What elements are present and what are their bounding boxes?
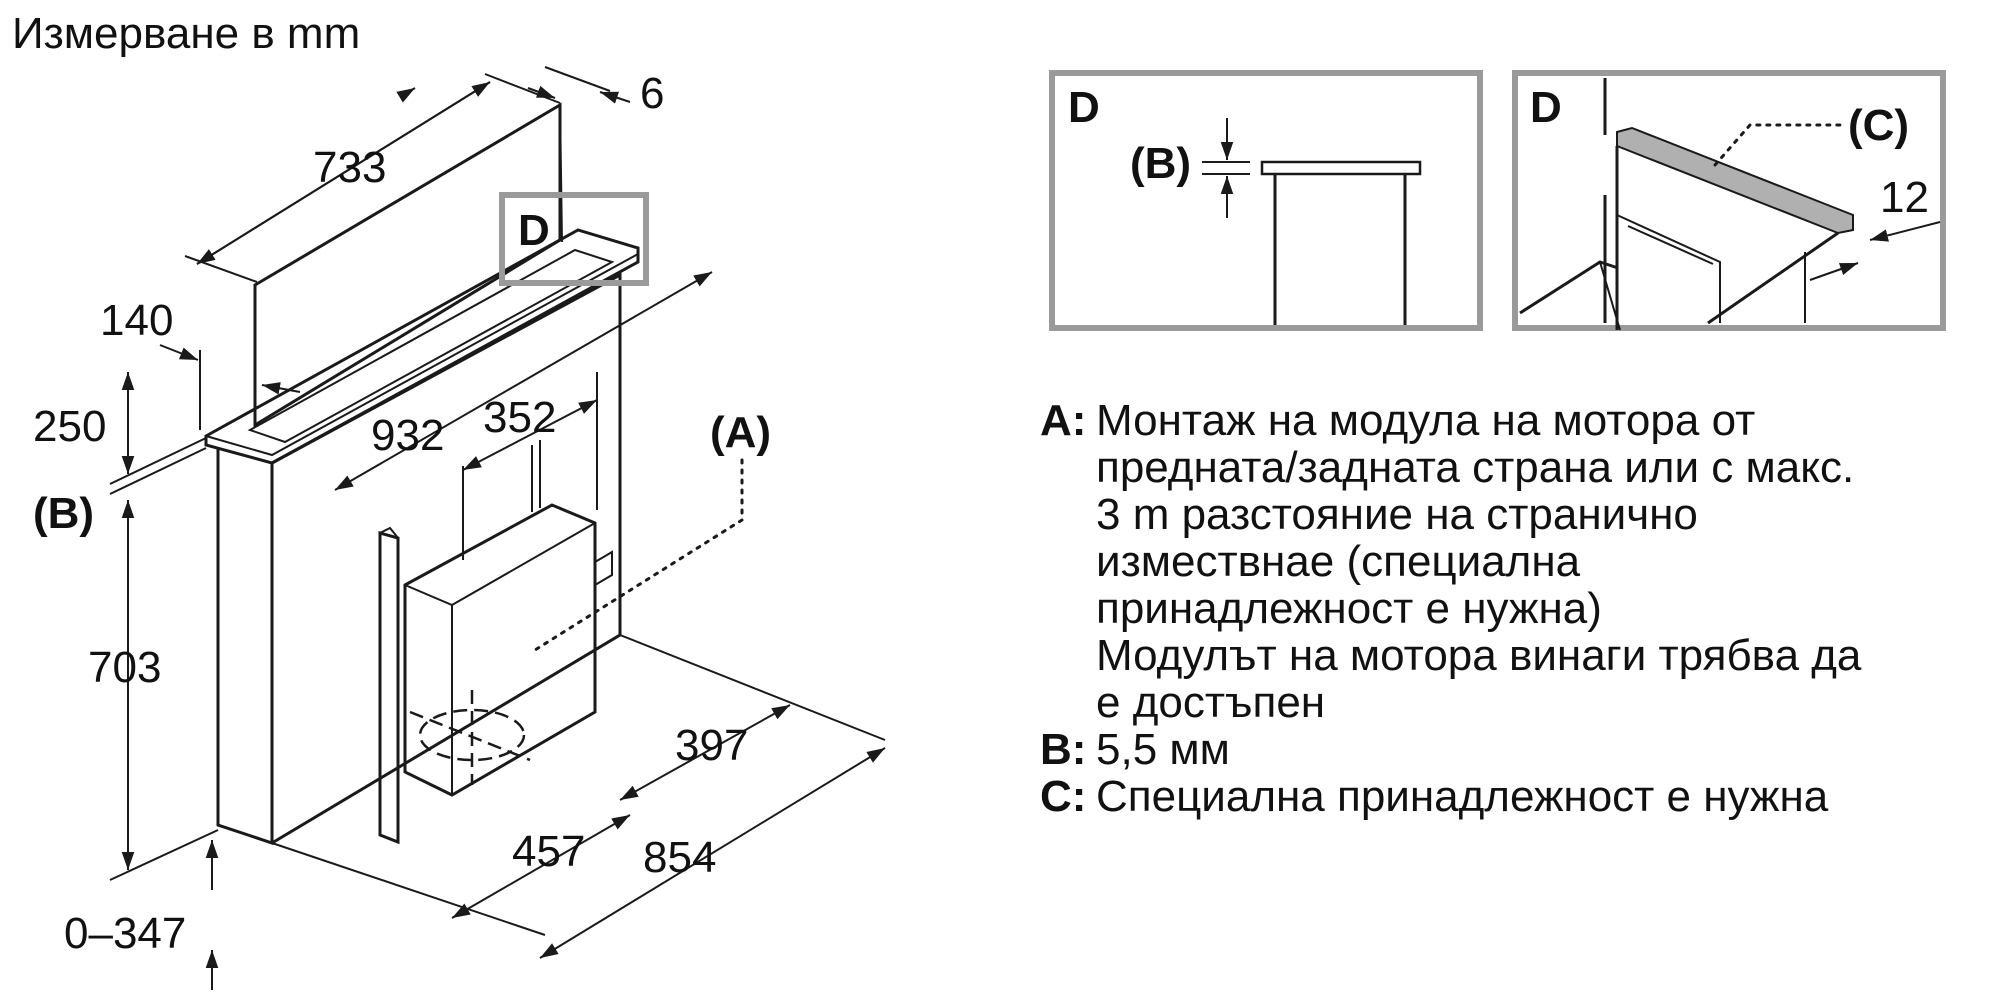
callout-a-line — [533, 458, 744, 652]
motor-module — [403, 503, 597, 797]
dim-457: 457 — [512, 827, 585, 876]
panel-b-d-label: D — [1068, 83, 1100, 132]
legend-item-a: A: Монтаж на модула на мотора от преднат… — [1040, 397, 1980, 726]
detail-d-label: D — [518, 206, 550, 255]
detail-panel-b: D (B) — [1049, 70, 1483, 331]
dim-12: 12 — [1880, 173, 1929, 222]
dim-6: 6 — [640, 69, 664, 118]
legend-line: 5,5 мм — [1096, 725, 1230, 774]
legend-line: принадлежност е нужна) — [1096, 584, 1602, 633]
duct-outline — [418, 708, 526, 762]
panel-b-label: (B) — [1130, 139, 1191, 188]
worktop-plate — [204, 228, 640, 465]
label-b-main: (B) — [33, 489, 94, 538]
legend-item-c: C: Специална принадлежност е нужна — [1040, 773, 1980, 820]
dim-397: 397 — [675, 721, 748, 770]
dim-0-347: 0–347 — [64, 909, 186, 958]
dimension-lines: 733 6 140 250 (B) 703 0–347 932 352 — [33, 66, 886, 990]
legend-line: Специална принадлежност е нужна — [1096, 772, 1829, 821]
legend-key: B: — [1040, 725, 1087, 774]
legend-item-b: B: 5,5 мм — [1040, 726, 1980, 773]
legend-line: 3 m разстояние на странично — [1096, 490, 1698, 539]
legend-line: предната/задната страна или с макс. — [1096, 443, 1855, 492]
panel-c-d-label: D — [1530, 83, 1562, 132]
dim-140: 140 — [100, 296, 173, 345]
legend-line: измествнае (специална — [1096, 537, 1581, 586]
dim-932: 932 — [371, 411, 444, 460]
legend-line: е достъпен — [1096, 678, 1326, 727]
dim-250: 250 — [33, 402, 106, 451]
label-c: (C) — [1848, 101, 1909, 150]
dim-703: 703 — [88, 643, 161, 692]
legend-line: Монтаж на модула на мотора от — [1096, 396, 1756, 445]
legend-key: A: — [1040, 396, 1087, 445]
detail-panel-c: D (C) 12 — [1512, 70, 1946, 331]
label-a: (A) — [710, 408, 771, 457]
cabinet-front — [216, 447, 274, 846]
dim-352: 352 — [483, 393, 556, 442]
dim-733: 733 — [313, 143, 386, 192]
legend-key: C: — [1040, 772, 1087, 821]
page-title: Измерване в mm — [12, 9, 360, 58]
dim-854: 854 — [643, 833, 716, 882]
front-strut — [378, 531, 400, 845]
legend: A: Монтаж на модула на мотора от преднат… — [1040, 397, 1980, 820]
legend-line: Модулът на мотора винаги трябва да — [1096, 631, 1862, 680]
